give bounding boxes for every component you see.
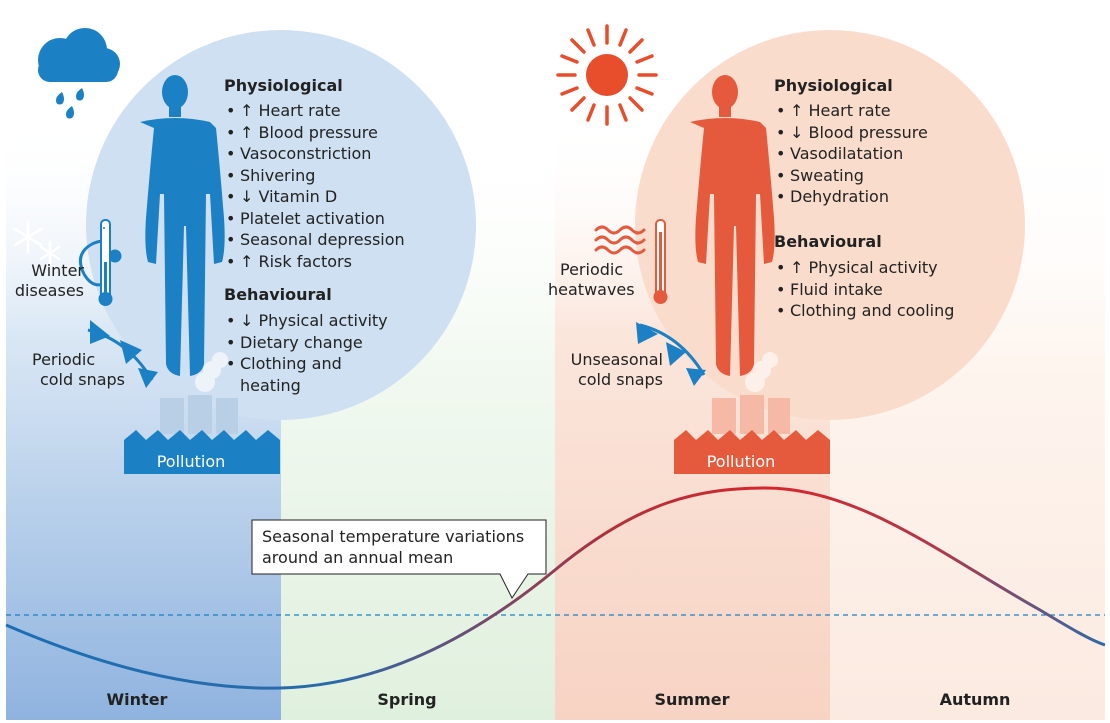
- list-item: Dietary change: [226, 332, 401, 354]
- list-item: ↓ Physical activity: [226, 310, 401, 332]
- callout-box: [251, 519, 547, 599]
- warm-thermometer-icon: [653, 219, 668, 304]
- snowflake-icon: [13, 220, 61, 266]
- cold-snap-icon: [87, 320, 158, 388]
- list-item: Dehydration: [776, 186, 986, 208]
- cold-human-figure-icon: [140, 75, 225, 376]
- list-item: ↓ Vitamin D: [226, 186, 436, 208]
- list-item: Vasoconstriction: [226, 143, 436, 165]
- season-label-winter: Winter: [106, 690, 168, 709]
- list-item: Clothing and heating: [226, 353, 401, 396]
- list-item: Fluid intake: [776, 279, 956, 301]
- warm-pollution-label: Pollution: [706, 452, 776, 471]
- list-item: Vasodilatation: [776, 143, 986, 165]
- list-item: Clothing and cooling: [776, 300, 956, 322]
- periodic-heatwaves-label: Periodic heatwaves: [548, 260, 635, 299]
- winter-diseases-label: Winter diseases: [14, 261, 84, 300]
- list-item: ↑ Risk factors: [226, 251, 436, 273]
- cold-physiological-heading: Physiological: [224, 76, 343, 95]
- season-label-spring: Spring: [377, 690, 437, 709]
- warm-factory-icon: [674, 352, 830, 474]
- cold-pollution-label: Pollution: [156, 452, 226, 471]
- season-label-autumn: Autumn: [939, 690, 1011, 709]
- list-item: Platelet activation: [226, 208, 436, 230]
- list-item: ↑ Heart rate: [776, 100, 986, 122]
- sun-icon: [556, 24, 658, 126]
- list-item: ↑ Blood pressure: [226, 122, 436, 144]
- periodic-cold-snaps-label: Periodic cold snaps: [32, 350, 125, 389]
- warm-behavioural-list: ↑ Physical activity Fluid intake Clothin…: [776, 257, 956, 322]
- cold-factory-icon: [124, 352, 280, 474]
- callout-line-1: Seasonal temperature variations: [262, 527, 525, 546]
- warm-behavioural-heading: Behavioural: [774, 232, 882, 251]
- list-item: ↑ Heart rate: [226, 100, 436, 122]
- list-item: ↓ Blood pressure: [776, 122, 986, 144]
- unseasonal-cold-snaps-label: Unseasonal cold snaps: [570, 350, 663, 389]
- season-label-summer: Summer: [654, 690, 730, 709]
- list-item: ↑ Physical activity: [776, 257, 956, 279]
- cold-behavioural-heading: Behavioural: [224, 285, 332, 304]
- callout-line-2: around an annual mean: [262, 548, 454, 567]
- cold-behavioural-list: ↓ Physical activity Dietary change Cloth…: [226, 310, 401, 396]
- warm-physiological-list: ↑ Heart rate ↓ Blood pressure Vasodilata…: [776, 100, 986, 208]
- rain-cloud-icon: [38, 28, 120, 119]
- warm-human-figure-icon: [690, 75, 775, 376]
- callout-text: Seasonal temperature variations around a…: [262, 526, 524, 568]
- heatwave-icon: [594, 225, 646, 255]
- unseasonal-cold-snap-icon: [636, 322, 706, 386]
- cold-physiological-list: ↑ Heart rate ↑ Blood pressure Vasoconstr…: [226, 100, 436, 272]
- warm-physiological-heading: Physiological: [774, 76, 893, 95]
- cold-thermometer-icon: [98, 219, 113, 306]
- temperature-curve: [5, 486, 1106, 690]
- list-item: Sweating: [776, 165, 986, 187]
- list-item: Seasonal depression: [226, 229, 436, 251]
- list-item: Shivering: [226, 165, 436, 187]
